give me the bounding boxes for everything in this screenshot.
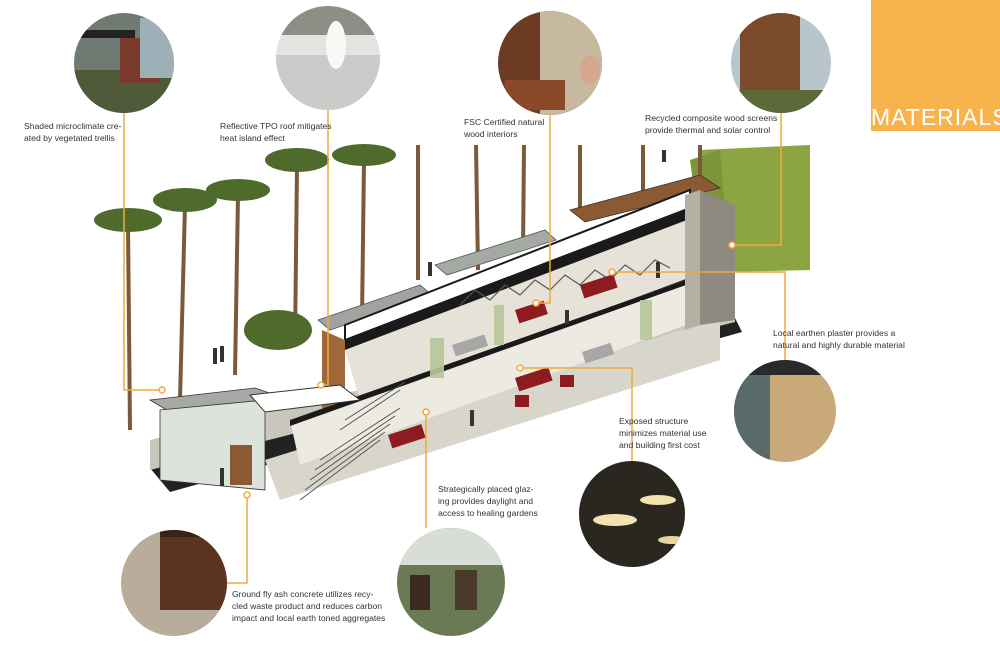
photo-interior xyxy=(498,11,602,115)
photo-screens xyxy=(731,13,831,113)
leader-dots xyxy=(158,241,736,499)
photo-structure xyxy=(579,461,685,567)
photo-concrete xyxy=(121,530,227,636)
palm-trees xyxy=(126,144,702,431)
label-glazing: Strategically placed glaz- ing provides … xyxy=(438,484,538,518)
people xyxy=(213,150,666,486)
page-title: MATERIALS xyxy=(871,104,1000,130)
gray-seating xyxy=(452,334,615,364)
title-badge: MATERIALS xyxy=(871,0,1000,131)
label-structure: Exposed structure minimizes material use… xyxy=(619,416,707,450)
label-roof: Reflective TPO roof mitigates heat islan… xyxy=(220,121,332,143)
roof-panels xyxy=(317,174,721,331)
red-seating xyxy=(388,274,618,449)
photo-trellis xyxy=(74,13,174,113)
label-screens: Recycled composite wood screens provide … xyxy=(645,113,778,135)
leader-lines xyxy=(123,110,786,584)
photo-plaster xyxy=(734,360,836,462)
stairs xyxy=(299,381,406,501)
entrance-pavilion xyxy=(148,384,362,491)
window-glazing xyxy=(430,300,652,378)
palm-fronds xyxy=(94,144,396,350)
label-plaster: Local earthen plaster provides a natural… xyxy=(773,328,905,350)
east-tower xyxy=(685,190,735,330)
label-concrete: Ground fly ash concrete utilizes recy- c… xyxy=(232,589,386,623)
photo-glazing xyxy=(397,528,505,636)
label-trellis: Shaded microclimate cre- ated by vegetat… xyxy=(24,121,122,143)
label-interiors: FSC Certified natural wood interiors xyxy=(464,117,545,139)
photo-roof xyxy=(276,6,380,110)
